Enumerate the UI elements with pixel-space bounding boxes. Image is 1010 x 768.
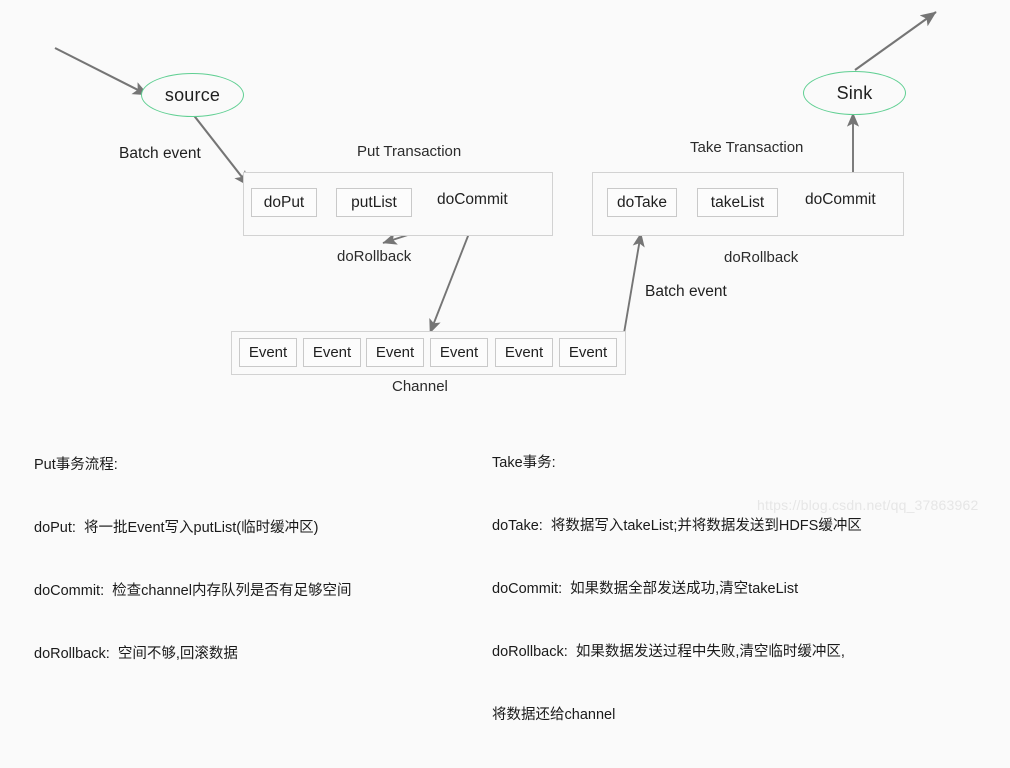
- put-transaction-title: Put Transaction: [357, 143, 462, 160]
- label-batch-event-left: Batch event: [119, 145, 201, 162]
- put-step-docommit: doCommit: [437, 191, 508, 208]
- note-put-line-2: doCommit: 检查channel内存队列是否有足够空间: [34, 583, 352, 599]
- put-step-doput[interactable]: doPut: [251, 188, 317, 217]
- note-take-line-4: 将数据还给channel: [492, 707, 616, 723]
- label-batch-event-right: Batch event: [645, 283, 727, 300]
- edge-inbound-to-source: [54, 47, 149, 96]
- channel-event-4[interactable]: Event: [495, 338, 553, 367]
- take-step-dotake[interactable]: doTake: [607, 188, 677, 217]
- put-dorollback-label: doRollback: [337, 248, 412, 265]
- channel-event-label: Event: [568, 344, 608, 361]
- channel-event-label: Event: [439, 344, 479, 361]
- channel-event-5[interactable]: Event: [559, 338, 617, 367]
- edge-sink-outbound: [854, 11, 937, 71]
- channel-event-3[interactable]: Event: [430, 338, 488, 367]
- channel-event-0[interactable]: Event: [239, 338, 297, 367]
- take-dorollback-label: doRollback: [724, 249, 799, 266]
- diagram-canvas: source Sink Batch event Batch event Put …: [34, 11, 979, 723]
- node-sink[interactable]: Sink: [803, 71, 906, 115]
- channel-event-label: Event: [248, 344, 288, 361]
- channel-event-2[interactable]: Event: [366, 338, 424, 367]
- take-step-takelist[interactable]: takeList: [697, 188, 778, 217]
- edge-channel-to-take: [621, 232, 645, 346]
- channel-caption: Channel: [392, 378, 448, 395]
- take-step-docommit: doCommit: [805, 191, 876, 208]
- node-sink-label: Sink: [836, 82, 873, 103]
- put-step-doput-label: doPut: [263, 193, 305, 211]
- channel-event-label: Event: [312, 344, 352, 361]
- watermark: https://blog.csdn.net/qq_37863962: [757, 497, 979, 513]
- note-take-line-3: doRollback: 如果数据发送过程中失败,清空临时缓冲区,: [492, 644, 845, 660]
- channel-event-1[interactable]: Event: [303, 338, 361, 367]
- note-put-line-0: Put事务流程:: [34, 457, 118, 473]
- note-take-line-0: Take事务:: [492, 455, 556, 471]
- channel-event-label: Event: [504, 344, 544, 361]
- channel-event-label: Event: [375, 344, 415, 361]
- node-source[interactable]: source: [141, 73, 244, 117]
- note-take-line-2: doCommit: 如果数据全部发送成功,清空takeList: [492, 581, 799, 597]
- note-put-line-3: doRollback: 空间不够,回滚数据: [34, 646, 238, 662]
- node-source-label: source: [164, 84, 221, 105]
- take-step-takelist-label: takeList: [710, 193, 765, 211]
- take-transaction-title: Take Transaction: [690, 139, 804, 156]
- put-step-putlist-label: putList: [351, 193, 397, 211]
- note-put: Put事务流程: doPut: 将一批Event写入putList(临时缓冲区)…: [34, 413, 351, 707]
- note-put-line-1: doPut: 将一批Event写入putList(临时缓冲区): [34, 520, 319, 536]
- note-take: Take事务: doTake: 将数据写入takeList;并将数据发送到HDF…: [492, 411, 862, 768]
- note-take-line-1: doTake: 将数据写入takeList;并将数据发送到HDFS缓冲区: [492, 518, 862, 534]
- put-step-putlist[interactable]: putList: [336, 188, 412, 217]
- take-step-dotake-label: doTake: [617, 193, 667, 211]
